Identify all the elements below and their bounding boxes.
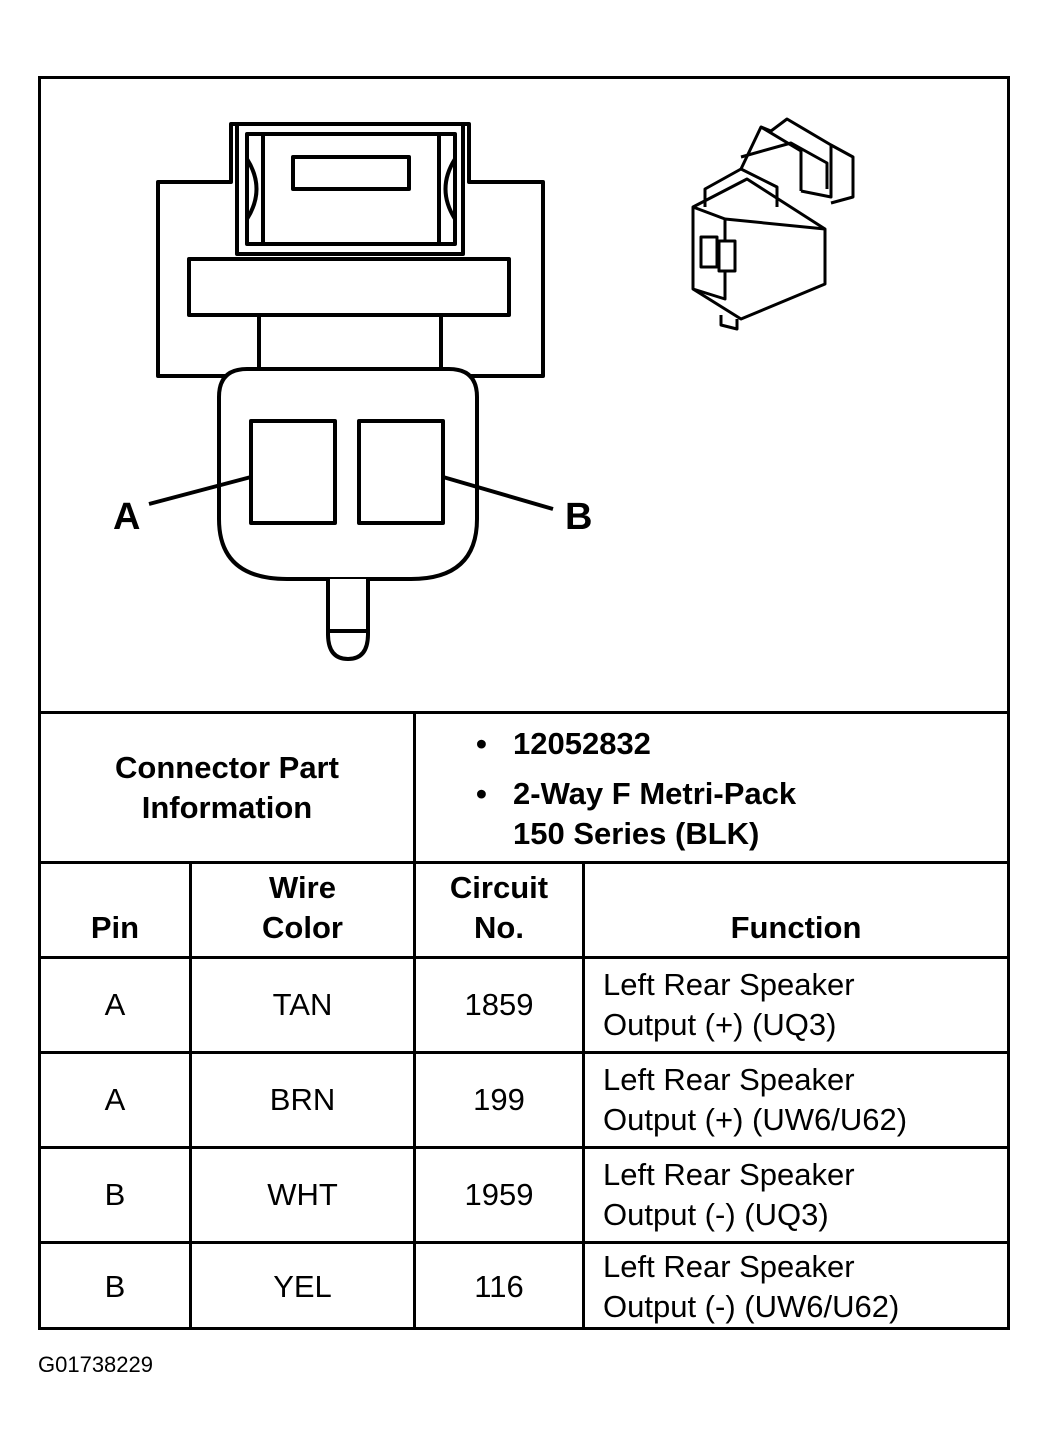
row-1-pin: A xyxy=(104,987,126,1022)
connector-part-info-label: Connector Part Information xyxy=(115,749,339,825)
figure-id: G01738229 xyxy=(38,1352,153,1377)
connector-part-info-values: • 12052832 • 2-Way F Metri-Pack 150 Seri… xyxy=(416,714,1007,861)
row-3-wire-color: WHT xyxy=(267,1177,338,1212)
row-4-pin: B xyxy=(104,1269,126,1304)
connector-figure-frame: A B Connector Part Information • 1205283… xyxy=(38,76,1010,1330)
row-4-wire-color: YEL xyxy=(273,1269,332,1304)
row-4-circuit: 116 xyxy=(474,1269,524,1304)
row-3-circuit: 1959 xyxy=(464,1177,534,1212)
row-2-wire-color: BRN xyxy=(269,1082,336,1117)
part-number: 12052832 xyxy=(513,726,651,761)
connector-info-table: Connector Part Information • 12052832 • … xyxy=(41,711,1007,1330)
row-2-pin: A xyxy=(104,1082,126,1117)
part-number-item: • 12052832 xyxy=(476,726,651,761)
row-3-pin: B xyxy=(104,1177,126,1212)
connector-drawing: A B xyxy=(113,117,855,661)
header-function: Function xyxy=(730,910,862,945)
pin-a-label: A xyxy=(113,496,140,538)
row-2-circuit: 199 xyxy=(473,1082,525,1117)
header-pin: Pin xyxy=(90,910,140,945)
connector-isometric-view xyxy=(691,117,855,331)
pin-b-label: B xyxy=(565,496,592,538)
connector-face-view xyxy=(148,122,554,661)
row-1-wire-color: TAN xyxy=(272,987,333,1022)
connector-description-item: • 2-Way F Metri-Pack 150 Series (BLK) xyxy=(476,776,797,851)
row-1-circuit: 1859 xyxy=(464,987,534,1022)
